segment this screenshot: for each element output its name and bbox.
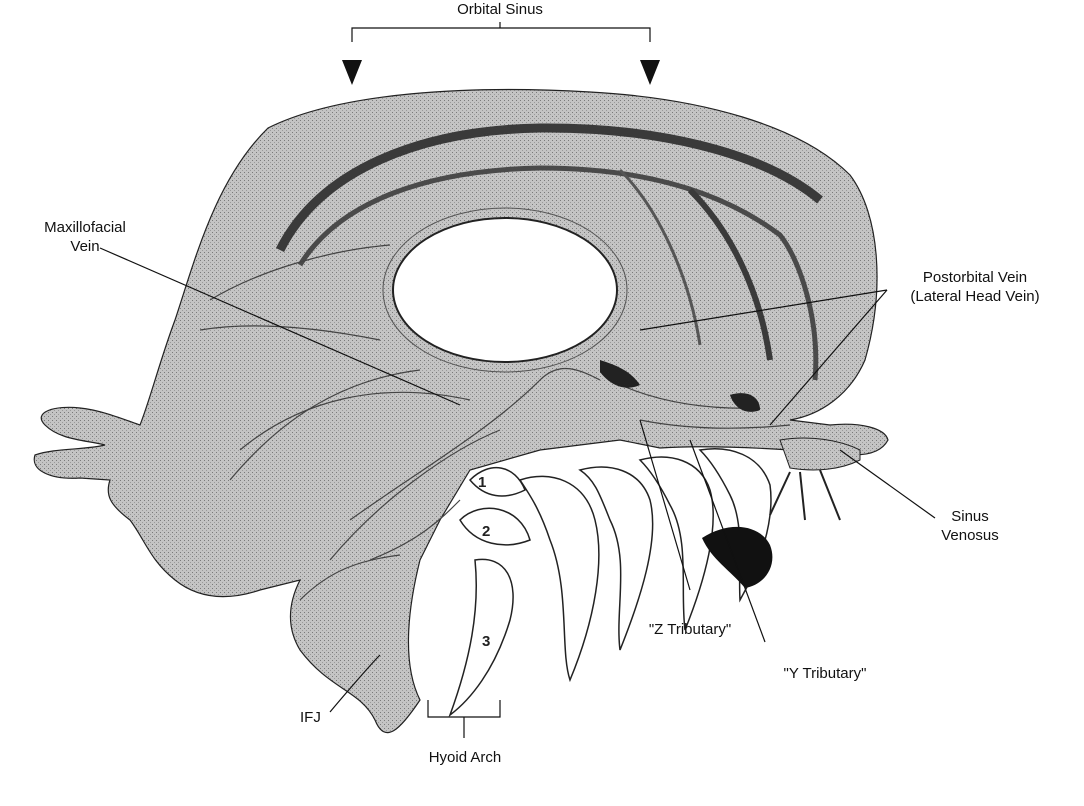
ifj-label: IFJ (300, 708, 321, 727)
z-tributary-label: "Z Tributary" (610, 620, 770, 639)
sinus-venosus-line2: Venosus (915, 526, 1025, 545)
sinus-venosus-mass (702, 527, 772, 588)
y-tributary-label: "Y Tributary" (740, 664, 910, 683)
hyoid-arch-label: Hyoid Arch (390, 748, 540, 767)
arch-number-3: 3 (482, 633, 490, 650)
maxillofacial-vein-label: Maxillofacial Vein (10, 218, 160, 256)
sinus-venosus-label: Sinus Venosus (915, 507, 1025, 545)
maxillofacial-vein-line1: Maxillofacial (10, 218, 160, 237)
maxillofacial-vein-line2: Vein (10, 237, 160, 256)
sinus-venosus-spines (770, 470, 840, 520)
arch-number-2: 2 (482, 523, 490, 540)
eye-orbit (393, 218, 617, 362)
orbital-sinus-arrow-right (640, 60, 660, 85)
orbital-sinus-label: Orbital Sinus (400, 0, 600, 19)
arch-number-1: 1 (478, 474, 486, 491)
postorbital-vein-line1: Postorbital Vein (875, 268, 1075, 287)
postorbital-vein-label: Postorbital Vein (Lateral Head Vein) (875, 268, 1075, 306)
sinus-venosus-line1: Sinus (915, 507, 1025, 526)
orbital-sinus-bracket (352, 28, 650, 42)
postorbital-vein-line2: (Lateral Head Vein) (875, 287, 1075, 306)
pharyngeal-arches (450, 449, 771, 715)
orbital-sinus-arrow-left (342, 60, 362, 85)
